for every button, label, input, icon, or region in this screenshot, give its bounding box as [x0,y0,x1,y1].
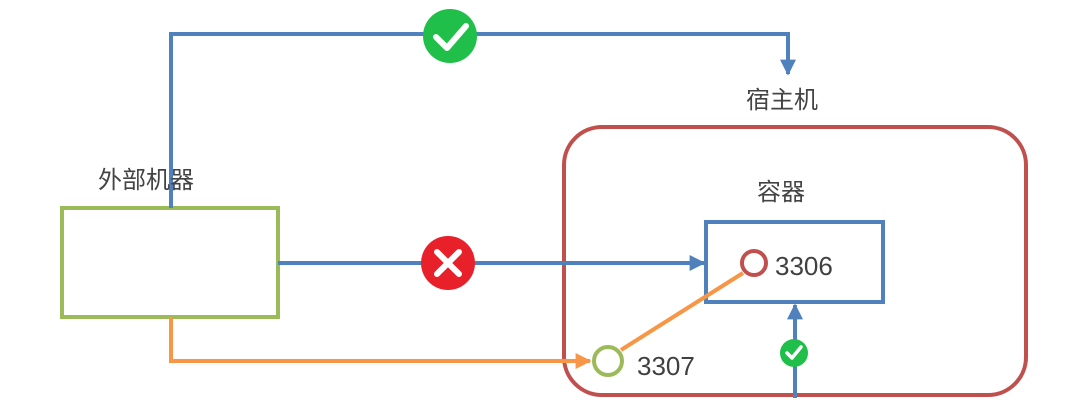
container-label: 容器 [757,178,805,206]
host-port-to-container-port-line [619,271,745,352]
external-machine-box [60,206,280,319]
external-to-host-arrow [169,32,796,208]
host-label: 宿主机 [746,86,818,114]
check-icon [423,9,477,63]
external-machine-label: 外部机器 [98,166,194,194]
external-to-host-port-arrow [169,317,592,369]
host-port-circle [592,345,624,377]
container-box [704,220,885,304]
container-port-circle [740,249,768,277]
cross-icon [421,236,475,290]
check-icon-small [780,339,808,367]
container-port-label: 3306 [775,251,833,281]
host-port-label: 3307 [637,351,695,381]
